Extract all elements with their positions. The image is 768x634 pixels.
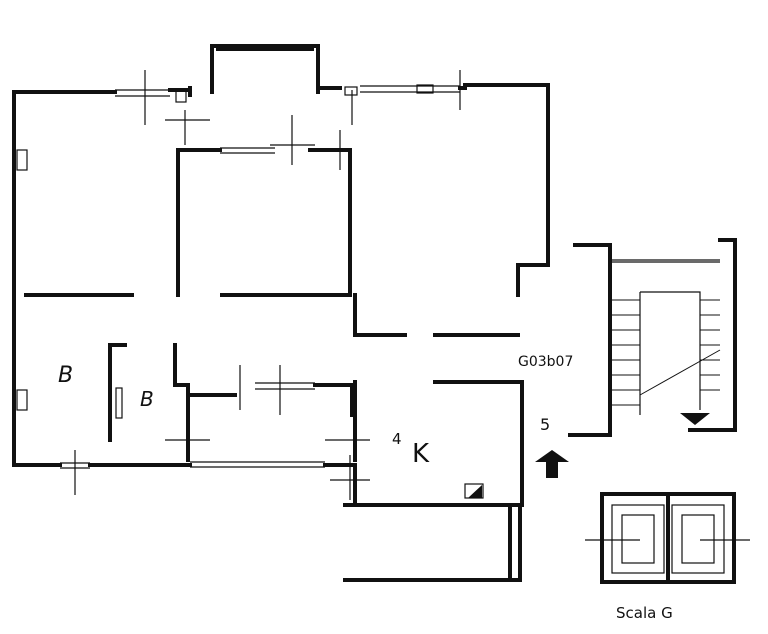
stairwell [535, 238, 737, 478]
down-arrow-icon [680, 413, 710, 425]
stair-caption: Scala G [616, 604, 673, 622]
corridor [343, 503, 522, 582]
stair-number: 5 [540, 415, 550, 434]
plan-code: G03b07 [518, 354, 573, 370]
room-number: 4 [392, 430, 402, 448]
interior-walls [24, 147, 524, 499]
room-label-kitchen: K [412, 439, 430, 469]
entrance-arrow-icon [535, 450, 569, 462]
room-label-bathroom-1: B [58, 363, 73, 388]
exterior-walls [12, 44, 550, 507]
room-label-bathroom-2: B [140, 387, 154, 411]
labels: B B K 4 5 G03b07 Scala G [58, 354, 673, 622]
dimension-ticks [74, 70, 461, 500]
elevator-block [585, 492, 750, 584]
